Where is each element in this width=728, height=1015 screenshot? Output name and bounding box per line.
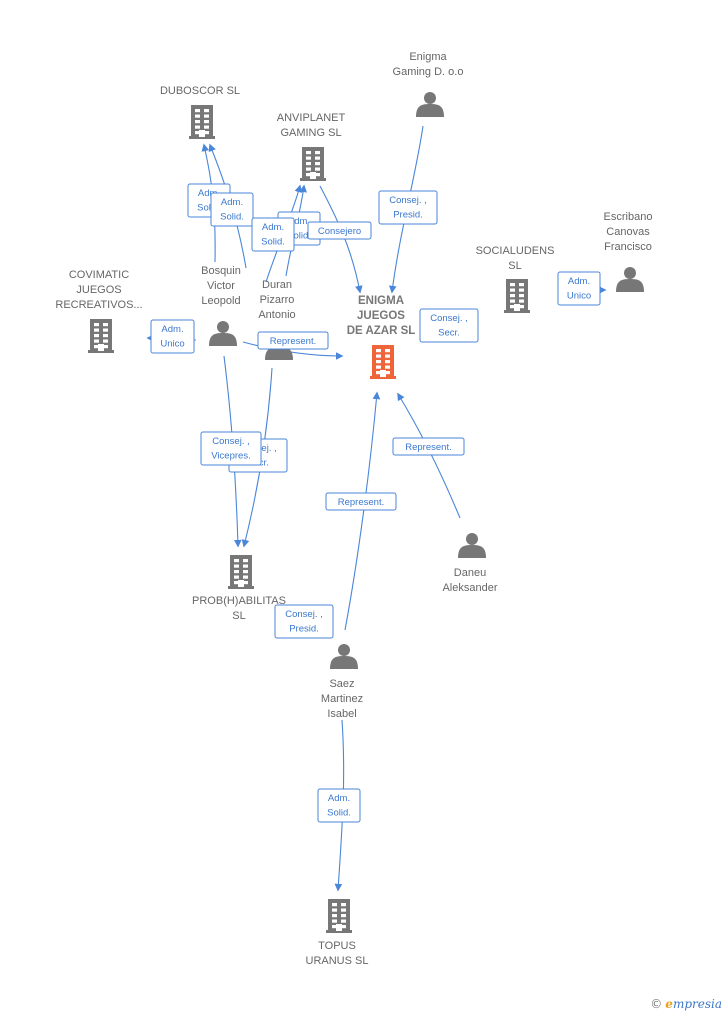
edge-label-text: Adm.Solid. xyxy=(220,197,244,223)
edge-label-text: Represent. xyxy=(338,497,384,508)
edge-label-e3[interactable]: Adm.Solid. xyxy=(210,192,254,227)
edge-label-e12[interactable]: Consej. ,Vicepres. xyxy=(200,431,262,466)
edge-label-text: Adm.Solid. xyxy=(197,188,221,214)
edge-label-text: Adm.Solid. xyxy=(327,793,351,819)
edge-label-text: Represent. xyxy=(270,336,316,347)
copyright-icon: © xyxy=(650,997,663,1011)
edge-e14 xyxy=(344,391,381,631)
building-icon xyxy=(326,899,352,933)
edge-label-text: Adm.Unico xyxy=(160,324,184,350)
building-icon xyxy=(504,279,530,313)
edge-label-layer: Consej. ,Presid.Adm.Solid.Adm.Solid.Adm.… xyxy=(150,183,601,823)
building-icon xyxy=(189,105,215,139)
edge-label-e16[interactable]: Adm.Solid. xyxy=(317,788,361,823)
edge-label-text: Adm.Unico xyxy=(567,276,591,302)
edge-label-text: Adm.Solid. xyxy=(287,216,311,242)
edge-label-e5[interactable]: Adm.Solid. xyxy=(251,217,295,252)
building-icon xyxy=(88,319,114,353)
building-icon xyxy=(300,147,326,181)
edge-label-e10[interactable]: Represent. xyxy=(257,331,329,350)
edge-e10 xyxy=(242,341,344,360)
building-icon xyxy=(370,345,396,379)
edge-label-e13[interactable]: Represent. xyxy=(392,437,465,456)
brand-logo: ©empresia xyxy=(650,997,722,1011)
edge-label-text: Consejero xyxy=(318,226,361,237)
node-duboscor[interactable]: DUBOSCOR SL xyxy=(160,85,240,139)
person-icon xyxy=(209,321,237,346)
edge-label-text: Represent. xyxy=(405,442,451,453)
edge-label-text: Consej. ,Presid. xyxy=(285,609,323,635)
edge-label-text: Consej. ,Secr. xyxy=(430,313,468,339)
person-icon xyxy=(458,533,486,558)
brand-initial: e xyxy=(665,997,673,1011)
edge-label-text: Adm.Solid. xyxy=(261,222,285,248)
edge-label-e15[interactable]: Consej. ,Presid. xyxy=(274,604,334,639)
person-icon xyxy=(416,92,444,117)
edge-label-text: Consej. ,Presid. xyxy=(389,195,427,221)
edge-e13 xyxy=(397,392,461,519)
edge-label-e14[interactable]: Represent. xyxy=(325,492,397,511)
edge-label-e6[interactable]: Consejero xyxy=(307,221,372,240)
edge-label-text: Consej. ,Vicepres. xyxy=(211,436,250,462)
building-icon xyxy=(228,555,254,589)
edge-label-e7[interactable]: Adm.Unico xyxy=(150,319,195,354)
person-icon xyxy=(616,267,644,292)
brand-name: mpresia xyxy=(672,997,722,1011)
person-icon xyxy=(330,644,358,669)
edge-label-e8[interactable]: Consej. ,Secr. xyxy=(419,308,479,343)
edge-label-e1[interactable]: Consej. ,Presid. xyxy=(378,190,438,225)
node-label: DUBOSCOR SL xyxy=(160,85,240,97)
edge-label-e9[interactable]: Adm.Unico xyxy=(557,271,601,306)
